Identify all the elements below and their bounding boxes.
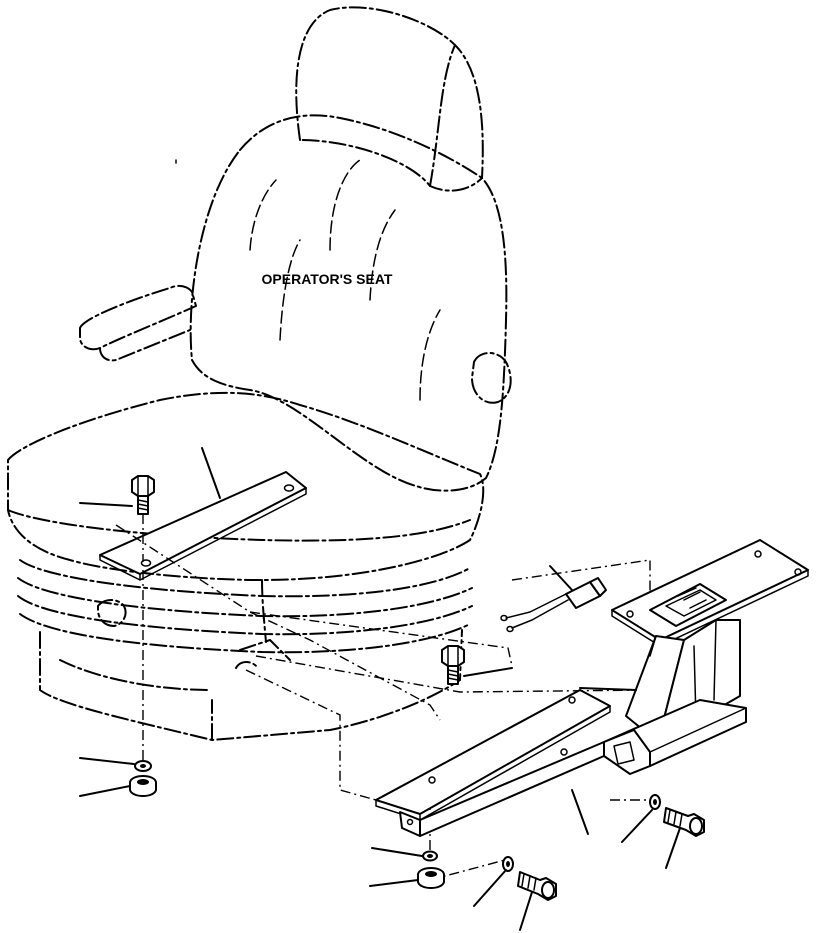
nut-left (129, 775, 157, 797)
seat-backrest (189, 114, 508, 492)
bolt-top-left (131, 475, 155, 515)
rail-leader (571, 789, 589, 835)
stand-leader (579, 687, 637, 691)
seat-cushion (7, 391, 485, 581)
seat-switch (500, 577, 607, 633)
washer-center-small (422, 850, 438, 862)
operator-seat (7, 6, 512, 741)
washer-right (649, 794, 661, 810)
bolt-right (663, 807, 705, 837)
seat-stand-bracket (603, 539, 809, 775)
nut-center (417, 867, 445, 889)
recline-knob (471, 352, 512, 404)
bolt-right-upper (441, 645, 465, 685)
operator-seat-label: OPERATOR'S SEAT (262, 271, 393, 287)
seat-rail-bracket (375, 689, 611, 837)
bolt-bottom (517, 871, 557, 901)
plate-leader (201, 447, 221, 499)
seat-mounting-plate (99, 471, 307, 581)
seat-armrest (79, 284, 197, 351)
seat-headrest (295, 6, 484, 192)
washer-left-small (134, 760, 152, 772)
washer-bottom-right (502, 856, 514, 872)
